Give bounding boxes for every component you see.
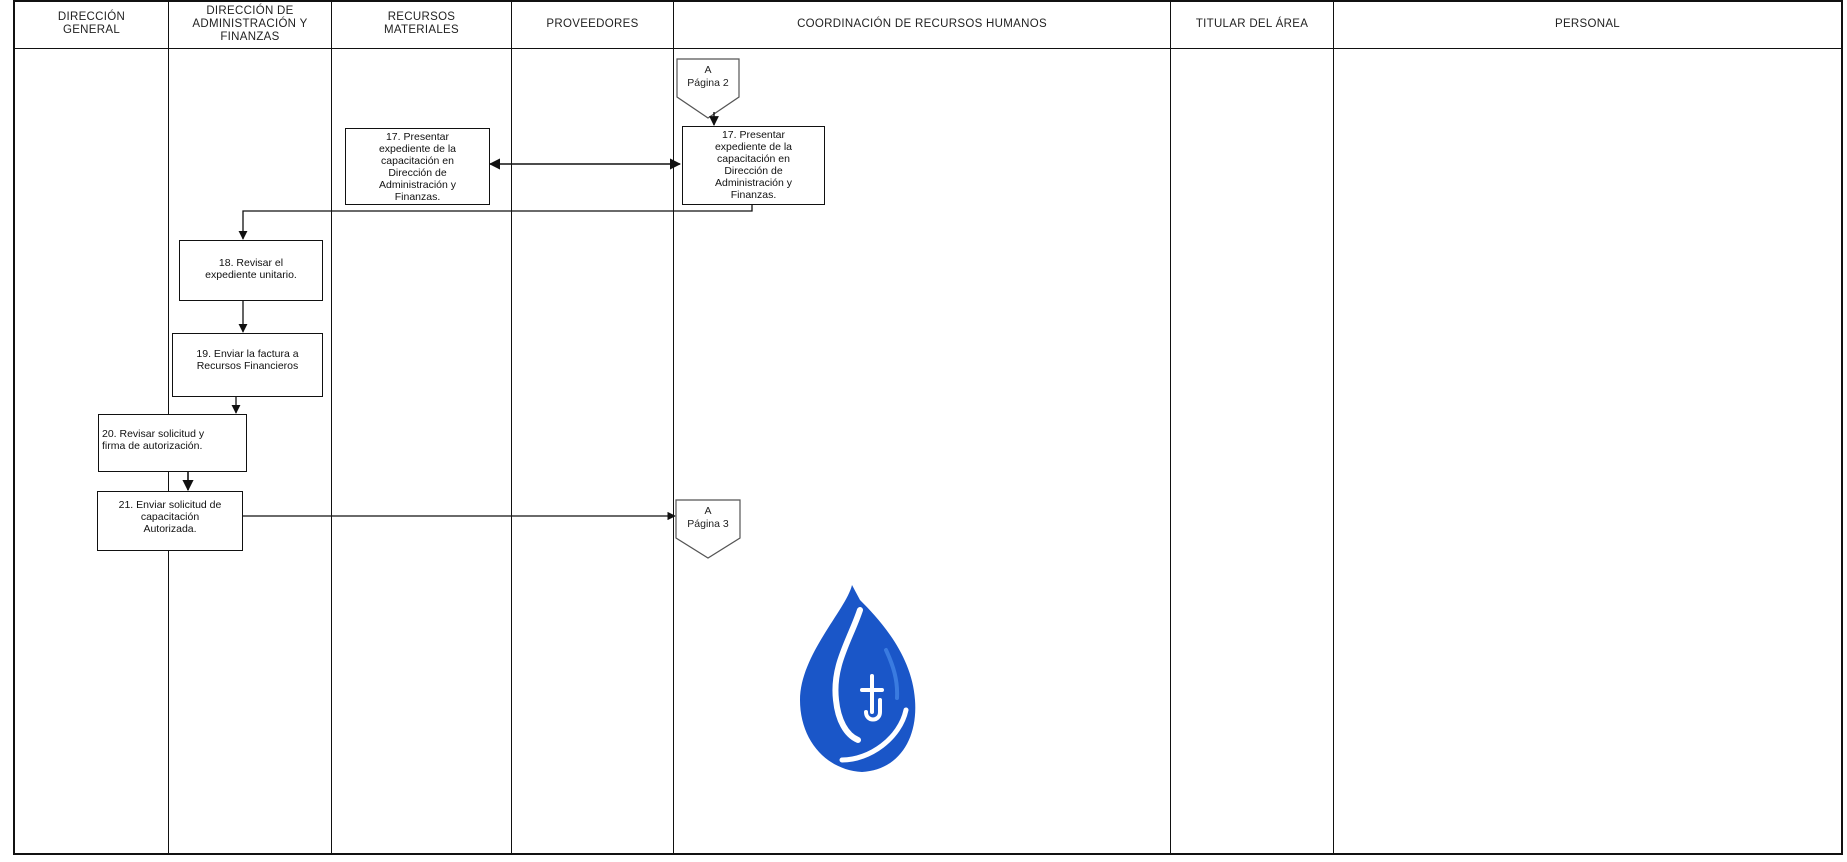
lane-divider — [331, 0, 332, 855]
lane-header-coordinacion-rh: COORDINACIÓN DE RECURSOS HUMANOS — [797, 17, 1047, 30]
header-divider — [13, 48, 1843, 49]
step-21-box: 21. Enviar solicitud de capacitación Aut… — [97, 491, 243, 551]
diagram-frame — [13, 0, 1843, 855]
lane-header-admin-finanzas: DIRECCIÓN DE ADMINISTRACIÓN Y FINANZAS — [192, 4, 308, 43]
offpage-label-to-page-3: A Página 3 — [687, 505, 729, 530]
lane-header-recursos-materiales: RECURSOS MATERIALES — [384, 11, 459, 36]
offpage-connector-from-page-2 — [676, 58, 740, 119]
step-19-box: 19. Enviar la factura a Recursos Financi… — [172, 333, 323, 397]
arrow-to-step-18 — [238, 205, 753, 240]
step-17-coordinacion-rh: 17. Presentar expediente de la capacitac… — [682, 126, 825, 205]
offpage-connector-to-page-3 — [675, 499, 741, 559]
offpage-label-from-page-2: A Página 2 — [687, 64, 729, 89]
lane-divider — [673, 0, 674, 855]
lane-divider — [1333, 0, 1334, 855]
water-drop-logo — [800, 585, 916, 772]
lane-divider — [1170, 0, 1171, 855]
step-20-box: 20. Revisar solicitud y firma de autoriz… — [98, 414, 247, 472]
lane-header-personal: PERSONAL — [1554, 17, 1621, 30]
lane-header-titular-area: TITULAR DEL ÁREA — [1195, 17, 1309, 30]
lane-divider — [511, 0, 512, 855]
lane-header-direccion-general: DIRECCIÓN GENERAL — [57, 11, 126, 36]
step-17-recursos-materiales: 17. Presentar expediente de la capacitac… — [345, 128, 490, 205]
lane-header-proveedores: PROVEEDORES — [546, 17, 639, 30]
step-18-box: 18. Revisar el expediente unitario. — [179, 240, 323, 301]
